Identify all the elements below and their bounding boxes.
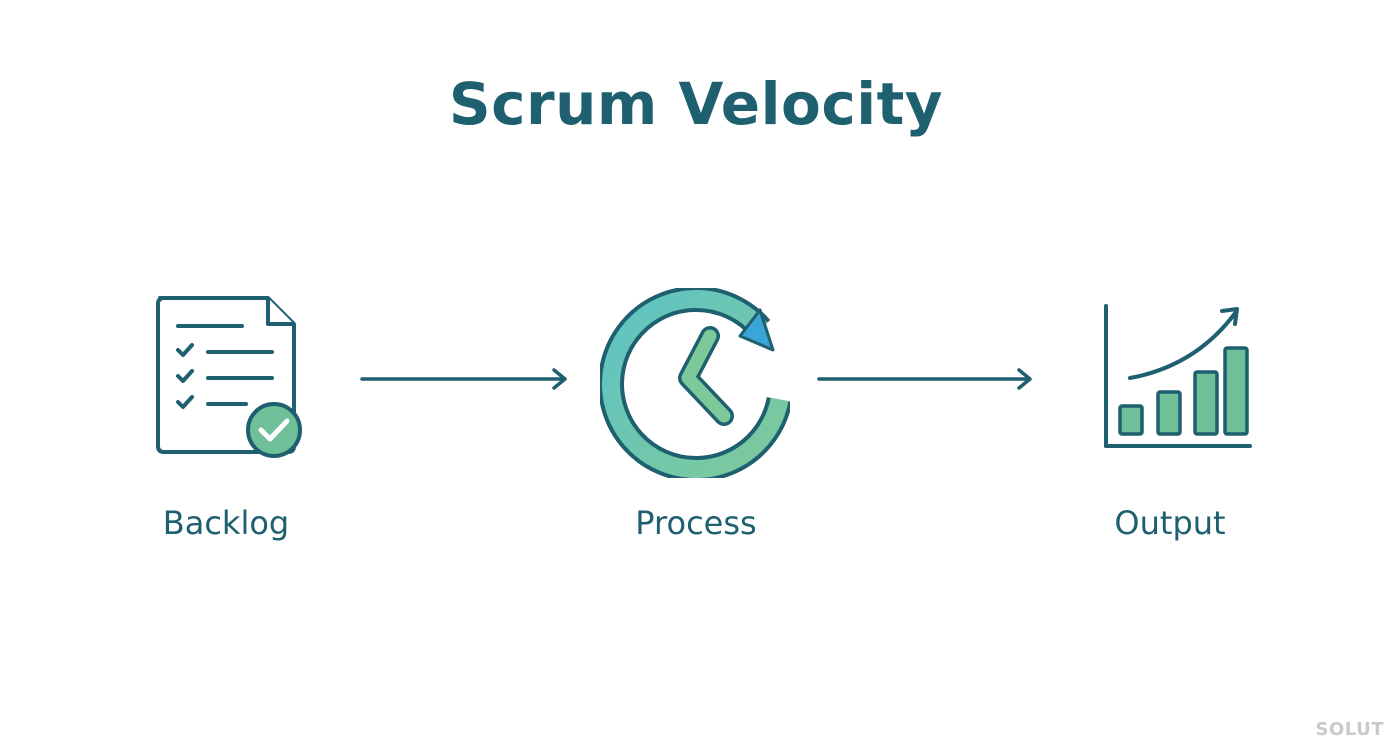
flow-arrow-process-to-output — [817, 368, 1032, 390]
node-label-backlog: Backlog — [162, 504, 290, 542]
clock-cycle-icon — [600, 288, 790, 478]
bar-chart-growth-icon — [1104, 304, 1252, 448]
watermark-logo: SOLUT — [1315, 719, 1384, 740]
document-checklist-icon — [156, 296, 302, 458]
node-label-process: Process — [635, 504, 757, 542]
node-label-output: Output — [1114, 504, 1226, 542]
flow-arrow-backlog-to-process — [360, 368, 567, 390]
diagram-title: Scrum Velocity — [448, 70, 944, 138]
